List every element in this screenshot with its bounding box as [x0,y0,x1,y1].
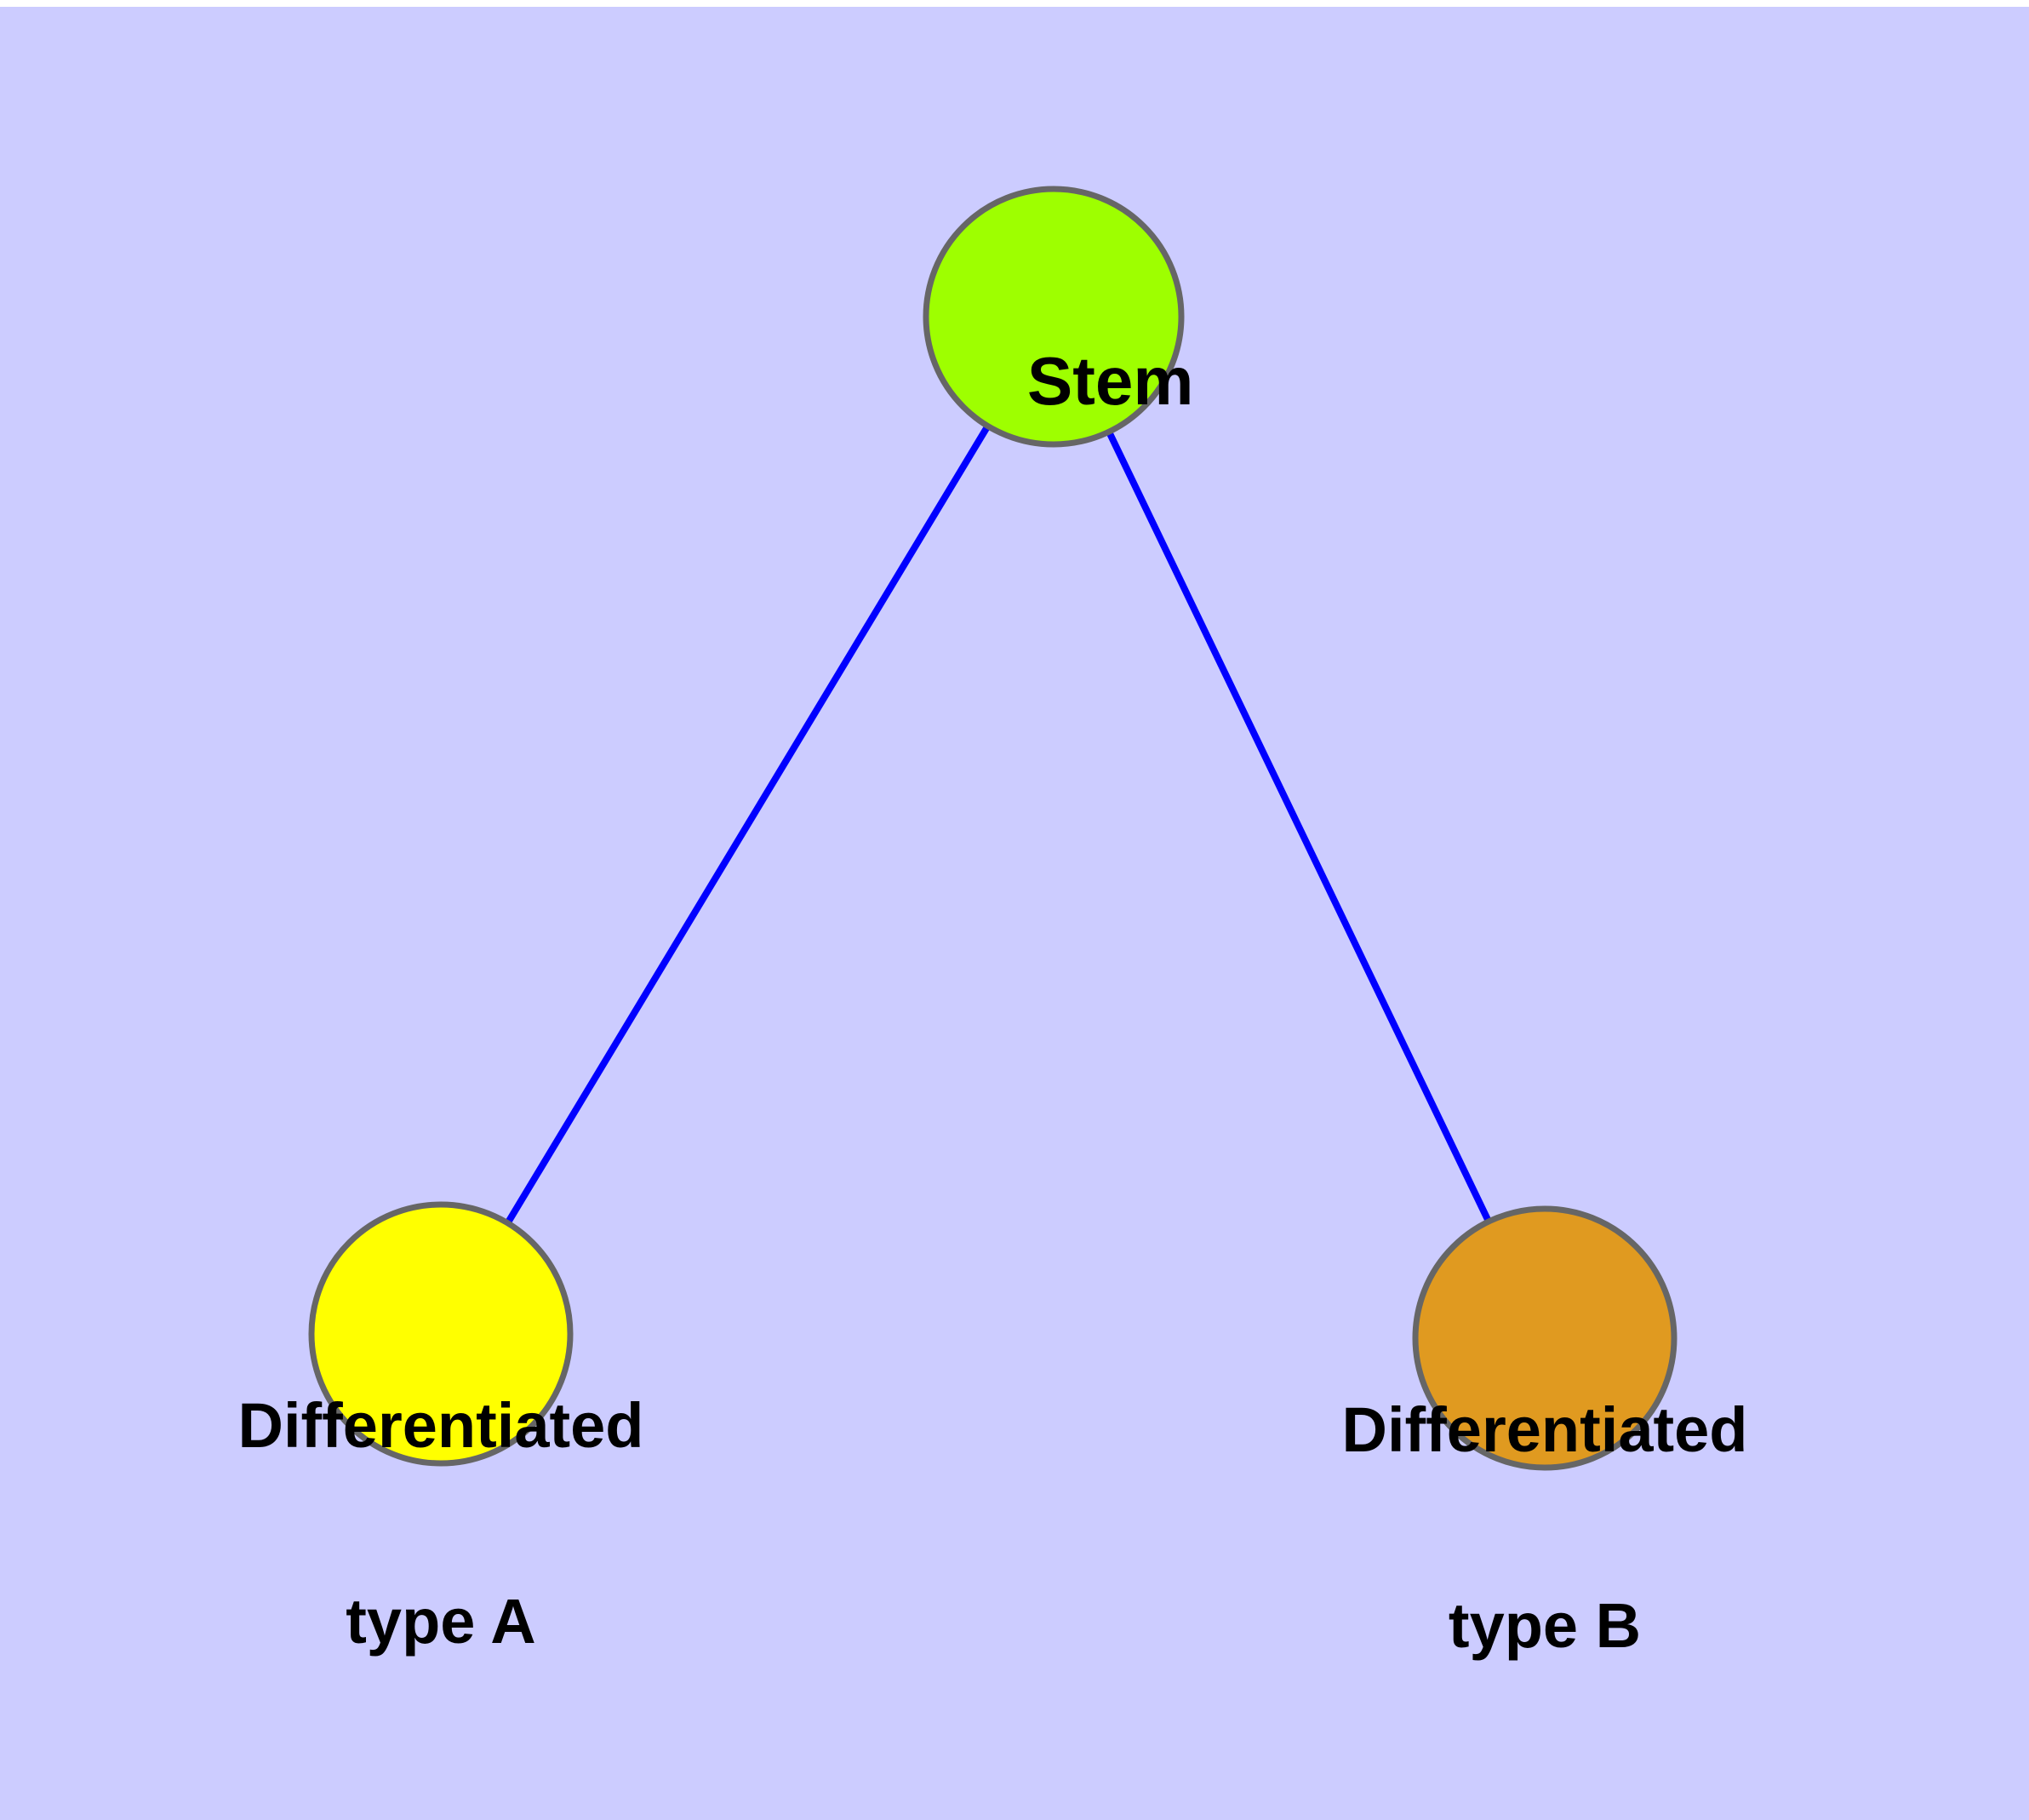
node-differentiated-type-b[interactable] [1412,1205,1677,1471]
node-differentiated-type-a[interactable] [308,1201,574,1467]
graph-svg [308,186,1677,1471]
edge-layer [437,314,1548,1340]
edge-stem-to-differentiated-type-a[interactable] [437,314,1057,1336]
node-stem[interactable] [923,186,1185,448]
node-layer [308,186,1677,1471]
diagram-plot-area: Stem Differentiated type A Differentiate… [0,7,2029,1820]
edge-stem-to-differentiated-type-b[interactable] [1050,315,1548,1340]
